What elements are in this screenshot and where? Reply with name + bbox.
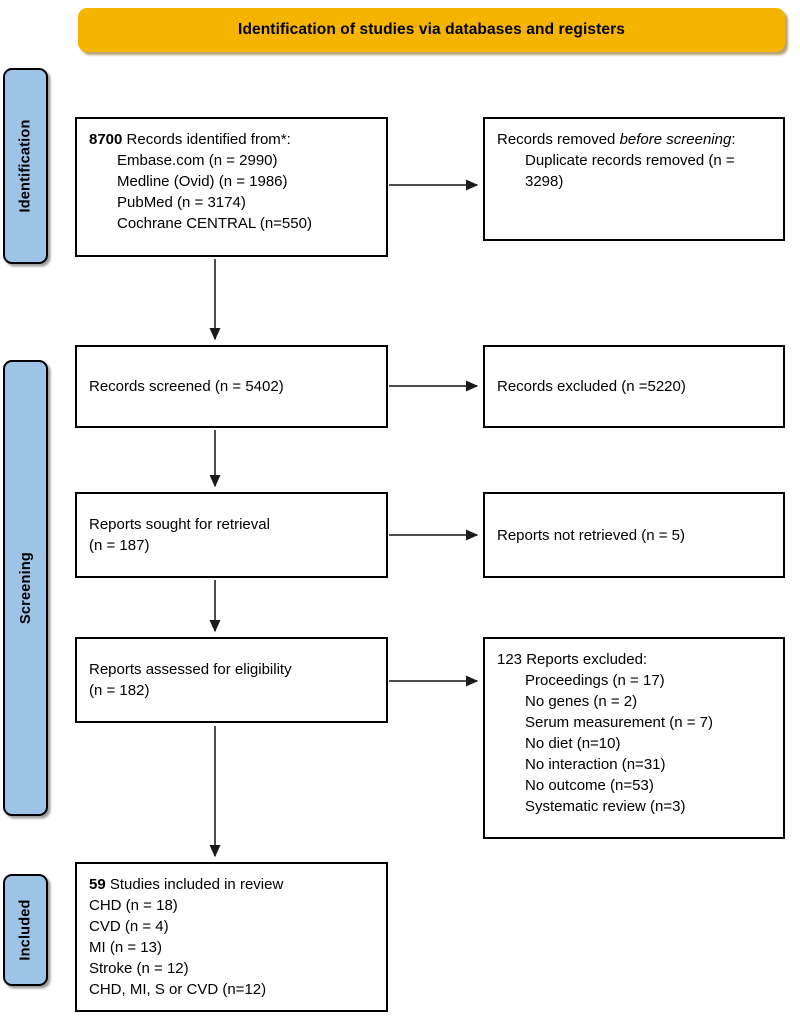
studies-included-item: Stroke (n = 12)	[89, 960, 189, 977]
box-records-removed: Records removed before screening: Duplic…	[483, 117, 785, 241]
box-records-identified: 8700 Records identified from*: Embase.co…	[75, 117, 388, 257]
records-screened-text: Records screened (n = 5402)	[89, 378, 284, 395]
reports-sought-line2: (n = 187)	[89, 537, 150, 554]
reports-excluded-reason: No outcome (n=53)	[525, 777, 654, 794]
box-reports-sought: Reports sought for retrieval (n = 187)	[75, 492, 388, 578]
reports-excluded-reason: Serum measurement (n = 7)	[525, 714, 713, 731]
records-removed-heading: Records removed before screening:	[497, 129, 771, 150]
box-records-excluded: Records excluded (n =5220)	[483, 345, 785, 428]
reports-excluded-reason: No genes (n = 2)	[525, 693, 638, 710]
studies-included-item: CHD (n = 18)	[89, 897, 178, 914]
records-removed-item: Duplicate records removed (n = 3298)	[525, 152, 735, 190]
stage-label-identification: Identification	[17, 119, 34, 213]
records-identified-heading-text: Records identified from*:	[126, 131, 291, 148]
reports-excluded-reason: No diet (n=10)	[525, 735, 621, 752]
records-identified-source: Embase.com (n = 2990)	[117, 152, 278, 169]
stage-label-included: Included	[17, 899, 34, 961]
studies-included-item: CHD, MI, S or CVD (n=12)	[89, 981, 267, 998]
stage-bar-included: Included	[3, 874, 48, 986]
records-removed-heading-plain: Records removed	[497, 131, 620, 148]
records-identified-source: Cochrane CENTRAL (n=550)	[117, 215, 312, 232]
reports-excluded-reason: No interaction (n=31)	[525, 756, 666, 773]
studies-included-item: CVD (n = 4)	[89, 918, 169, 935]
records-identified-source: Medline (Ovid) (n = 1986)	[117, 173, 288, 190]
diagram-banner: Identification of studies via databases …	[78, 8, 785, 52]
reports-assessed-line1: Reports assessed for eligibility	[89, 661, 292, 678]
reports-not-retrieved-text: Reports not retrieved (n = 5)	[497, 526, 686, 544]
banner-title: Identification of studies via databases …	[238, 21, 625, 38]
stage-bar-identification: Identification	[3, 68, 48, 264]
studies-included-heading: 59 Studies included in review	[89, 874, 374, 895]
records-identified-heading: 8700 Records identified from*:	[89, 129, 374, 150]
reports-excluded-count: 123	[497, 651, 523, 668]
reports-excluded-heading-text: Reports excluded:	[526, 651, 648, 668]
studies-included-heading-text: Studies included in review	[109, 876, 284, 893]
box-reports-assessed: Reports assessed for eligibility (n = 18…	[75, 637, 388, 723]
reports-sought-line1: Reports sought for retrieval	[89, 516, 270, 533]
reports-excluded-heading: 123 Reports excluded:	[497, 649, 771, 670]
records-identified-source: PubMed (n = 3174)	[117, 194, 246, 211]
reports-excluded-reason: Proceedings (n = 17)	[525, 672, 665, 689]
reports-excluded-reason: Systematic review (n=3)	[525, 798, 686, 815]
box-records-screened: Records screened (n = 5402)	[75, 345, 388, 428]
stage-label-screening: Screening	[17, 552, 34, 624]
records-removed-heading-italic: before screening	[619, 131, 732, 148]
records-excluded-text: Records excluded (n =5220)	[497, 378, 686, 395]
box-reports-excluded: 123 Reports excluded: Proceedings (n = 1…	[483, 637, 785, 839]
studies-included-item: MI (n = 13)	[89, 939, 162, 956]
stage-bar-screening: Screening	[3, 360, 48, 816]
records-identified-count: 8700	[89, 131, 123, 148]
box-studies-included: 59 Studies included in review CHD (n = 1…	[75, 862, 388, 1012]
box-reports-not-retrieved: Reports not retrieved (n = 5)	[483, 492, 785, 578]
studies-included-count: 59	[89, 876, 106, 893]
reports-assessed-line2: (n = 182)	[89, 682, 150, 699]
records-removed-heading-colon: :	[731, 131, 736, 148]
